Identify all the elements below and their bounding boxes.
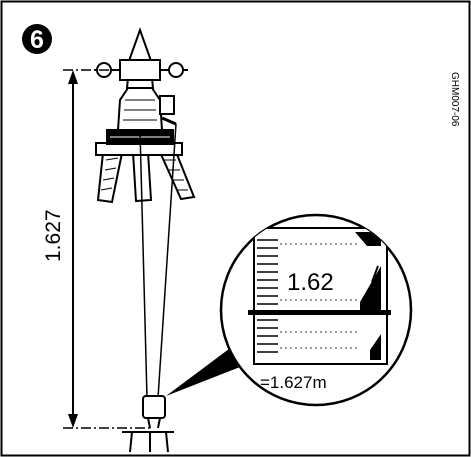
step-number: 6 [30,26,44,54]
staff-reading: 1.62 [287,269,334,296]
result-reading: =1.627m [260,373,327,392]
total-station [94,27,188,131]
plummet-sight-line [157,123,177,399]
trunnion-knob-right [168,62,184,78]
staff-scale [248,227,391,365]
sight-lines [139,123,177,399]
height-dimension [63,69,150,429]
dimension-arrow-top [68,70,78,84]
instrument-body [116,87,164,131]
staff-block-top [355,232,381,246]
step-badge: 6 [22,24,52,54]
staff-target [142,395,166,429]
tribrach [95,129,183,156]
dimension-arrow-bottom [68,414,78,428]
crosshair-line [248,310,391,315]
staff-target-head [142,395,166,419]
center-axis-line [139,129,148,399]
figure-code: GHM007-06 [449,72,460,127]
height-dimension-label: 1.627 [42,209,65,262]
tripod [96,151,196,204]
magnified-view: 1.62 =1.627m [219,213,413,407]
step-badge-circle [22,24,52,54]
optical-plummet [161,116,177,126]
telescope-housing [119,59,161,81]
staff-block-middle [360,266,381,312]
staff-block-bottom [370,334,381,360]
ground-mark [122,431,174,453]
side-clamp [159,95,175,115]
